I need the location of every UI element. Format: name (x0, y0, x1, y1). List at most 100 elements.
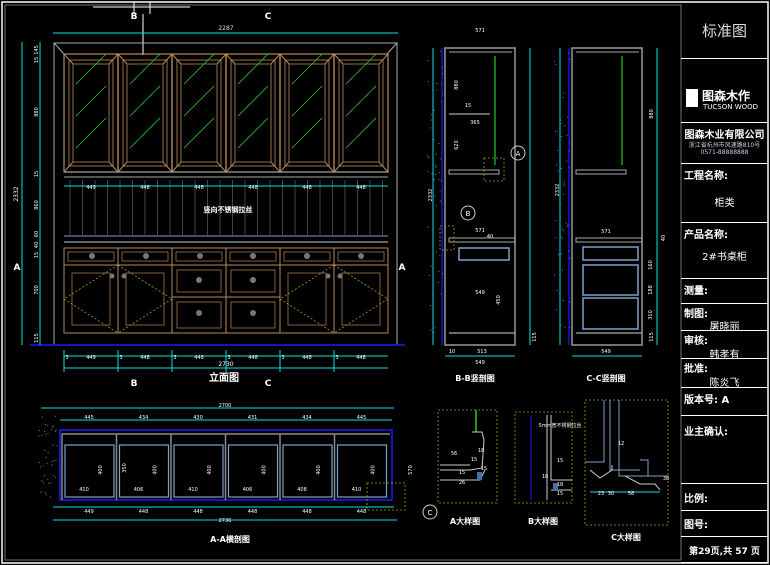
door-miter (325, 162, 334, 172)
wall-hatch-dot (41, 480, 42, 481)
wall-hatch-dot (50, 482, 51, 483)
wall-hatch-dot (432, 293, 433, 294)
wall-hatch-dot (435, 174, 436, 175)
section-cc-drawing (554, 48, 657, 356)
door-miter (325, 54, 334, 64)
detail-2-dim-3: 15 (557, 491, 563, 497)
wall-hatch-dot (48, 483, 49, 484)
detail-2-dim-1: 18 (542, 474, 548, 480)
section-cc-title: C-C竖剖图 (586, 373, 625, 383)
wall-hatch-dot (440, 158, 441, 159)
plan-inner-dim-1: 410 (79, 487, 89, 493)
wall-hatch-dot (554, 274, 555, 275)
wall-hatch-dot (564, 185, 565, 186)
door-rail (69, 60, 113, 166)
logo-text-en: TUCSON WOOD (703, 103, 758, 111)
detail-3-dim-4: 38 (663, 476, 669, 482)
door-knob-icon (338, 274, 343, 279)
door-miter (226, 54, 235, 64)
wall-hatch-dot (556, 309, 557, 310)
door-frame (64, 54, 118, 172)
wall-hatch-dot (426, 155, 427, 156)
drawer-knob-icon (196, 310, 202, 316)
drawer-knob-icon (143, 253, 149, 259)
glass-reflection (184, 54, 214, 84)
wall-hatch-dot (563, 194, 564, 195)
company-info: 图森木业有限公司 浙江省杭州市风速路810号 0571-88888888 (681, 122, 768, 163)
door-frame (280, 54, 334, 172)
door-miter (163, 54, 172, 64)
dimension-upper-column-2: 448 (140, 185, 150, 191)
wall-hatch-dot (560, 120, 561, 121)
wall-hatch-dot (562, 238, 563, 239)
plan-inner-dim-2: 406 (134, 487, 144, 493)
logo-mark-icon (686, 89, 698, 107)
plan-depth-dim: 400 (207, 465, 213, 475)
plan-depth-dim-alt: 350 (122, 463, 128, 473)
wall-hatch-dot (556, 220, 557, 221)
dimension-upper-column-1: 449 (86, 185, 96, 191)
wall-hatch-dot (430, 305, 431, 306)
plan-drawer-1 (65, 445, 114, 497)
wall-hatch-dot (427, 227, 428, 228)
bb-dimension-4: 620 (454, 140, 460, 150)
wall-hatch-dot (46, 494, 47, 495)
wall-hatch-dot (442, 273, 443, 274)
wall-hatch-dot (563, 183, 564, 184)
drawer-knob-icon (358, 253, 364, 259)
drawing-number-label: 图号: (684, 516, 708, 531)
wall-hatch-dot (436, 83, 437, 84)
wall-hatch-dot (52, 445, 53, 446)
wall-hatch-dot (51, 464, 52, 465)
version-value: A (721, 395, 729, 406)
plan-aa-title: A-A横剖图 (210, 534, 250, 544)
wall-hatch-dot (560, 324, 561, 325)
wall-hatch-dot (431, 114, 432, 115)
door-miter (172, 162, 181, 172)
door-knob-icon (110, 274, 115, 279)
wall-hatch-dot (436, 153, 437, 154)
wall-hatch-dot (561, 253, 562, 254)
drawer-section (583, 265, 638, 295)
wall-hatch-dot (561, 236, 562, 237)
section-bb-drawing (426, 48, 530, 356)
detail-1-dim-3: 15 (481, 466, 487, 472)
wall-hatch-dot (557, 290, 558, 291)
glass-reflection (184, 86, 214, 116)
plan-top-dim-6: 445 (357, 415, 367, 421)
wall-hatch-dot (50, 497, 51, 498)
glass-reflection (292, 86, 322, 116)
project-field: 工程名称: 柜类 (681, 163, 768, 222)
plan-bottom-dim-3: 448 (193, 509, 203, 515)
cc-dimension-2: 571 (601, 229, 611, 235)
wall-hatch-dot (44, 450, 45, 451)
dimension-gap: 3 (335, 355, 338, 361)
cornice (54, 43, 397, 54)
wall-hatch-dot (438, 282, 439, 283)
door-frame (226, 54, 280, 172)
dimension-left-7: 15 (34, 252, 40, 258)
bb-dimension-13: 115 (532, 332, 538, 342)
product-label: 产品名称: (684, 226, 728, 241)
dimension-bottom-width: 2730 (218, 361, 233, 368)
cc-dimension-5: 188 (648, 285, 654, 295)
wall-hatch-dot (40, 466, 41, 467)
door-miter (118, 54, 127, 64)
profile-outline (585, 400, 668, 476)
cc-dimension-7: 549 (601, 349, 611, 355)
glass-door-4 (226, 54, 280, 172)
cc-dimension-3: 40 (661, 235, 667, 241)
drawer-knob-icon (250, 277, 256, 283)
wall-hatch-dot (569, 142, 570, 143)
wall-hatch-dot (555, 64, 556, 65)
wall-hatch-dot (47, 433, 48, 434)
glass-reflection (76, 118, 106, 148)
wall-hatch-dot (561, 123, 562, 124)
plan-depth-dim: 400 (153, 465, 159, 475)
dimension-left-5: 60 (34, 231, 40, 237)
wall-hatch-dot (433, 332, 434, 333)
scale-label: 比例: (684, 490, 708, 505)
dimension-gap: 3 (119, 355, 122, 361)
wall-hatch-dot (45, 457, 46, 458)
